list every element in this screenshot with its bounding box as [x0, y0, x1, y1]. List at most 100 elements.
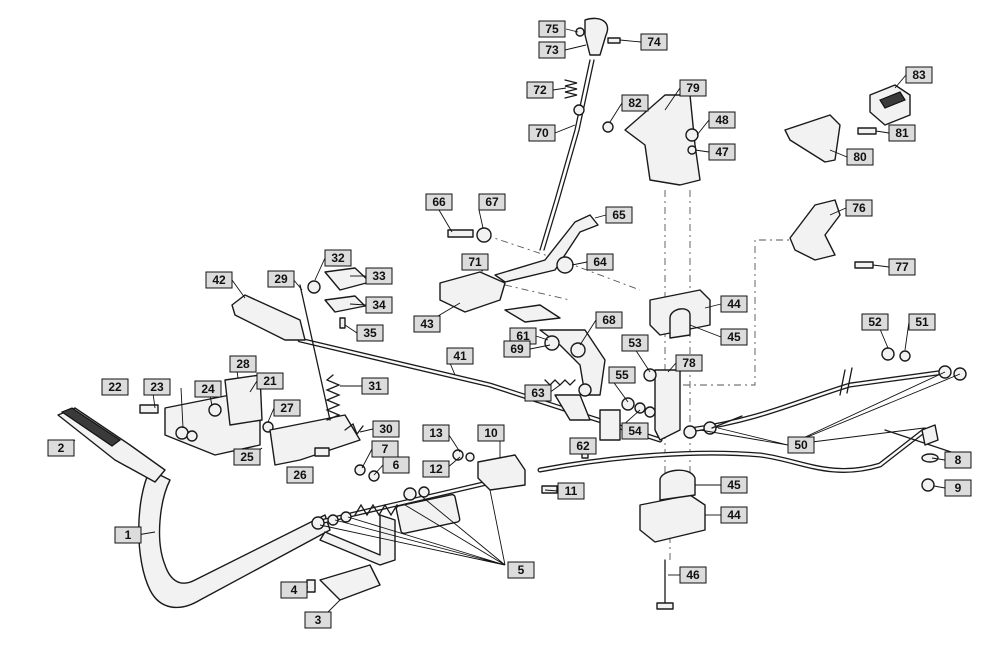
callout-27: 27: [273, 399, 301, 417]
callout-6: 6: [382, 456, 410, 474]
block-43: [439, 271, 506, 313]
callout-number: 67: [485, 195, 499, 209]
callout-box: [708, 111, 736, 129]
callout-28: 28: [229, 355, 257, 373]
callout-number: 28: [236, 357, 250, 371]
callout-35: 35: [356, 324, 384, 342]
callout-box: [621, 422, 649, 440]
callout-number: 78: [682, 356, 696, 370]
callout-number: 51: [915, 315, 929, 329]
callout-box: [422, 424, 450, 442]
pedal-bracket: [306, 564, 381, 601]
callout-box: [720, 476, 748, 494]
callout-83: 83: [905, 66, 933, 84]
callout-9: 9: [944, 479, 972, 497]
callout-box: [422, 460, 450, 478]
callout-box: [101, 378, 129, 396]
callout-number: 54: [628, 424, 642, 438]
callout-box: [640, 33, 668, 51]
pedal-linkage: [311, 477, 503, 566]
callout-50: 50: [787, 436, 815, 454]
callout-number: 4: [291, 583, 298, 597]
rod-ends: [683, 347, 967, 492]
callout-number: 25: [240, 450, 254, 464]
callout-number: 27: [280, 401, 294, 415]
callout-box: [526, 81, 554, 99]
callout-box: [908, 313, 936, 331]
callout-55: 55: [608, 366, 636, 384]
callout-number: 10: [484, 426, 498, 440]
callout-44: 44: [720, 506, 748, 524]
callout-79: 79: [679, 79, 707, 97]
callout-number: 81: [895, 126, 909, 140]
callout-number: 31: [368, 379, 382, 393]
callout-number: 72: [533, 83, 547, 97]
callout-box: [425, 193, 453, 211]
callout-number: 80: [853, 150, 867, 164]
callout-number: 69: [510, 342, 524, 356]
callout-66: 66: [425, 193, 453, 211]
callout-box: [708, 143, 736, 161]
callout-box: [787, 436, 815, 454]
callout-box: [720, 506, 748, 524]
callout-box: [845, 199, 873, 217]
callout-33: 33: [365, 267, 393, 285]
callout-box: [675, 354, 703, 372]
callout-22: 22: [101, 378, 129, 396]
callout-23: 23: [143, 378, 171, 396]
callout-42: 42: [205, 271, 233, 289]
callout-1: 1: [114, 526, 142, 544]
callout-46: 46: [679, 566, 707, 584]
callout-65: 65: [605, 206, 633, 224]
callout-25: 25: [233, 448, 261, 466]
callout-box: [205, 271, 233, 289]
callout-box: [720, 328, 748, 346]
callout-number: 61: [516, 329, 530, 343]
callout-box: [194, 380, 222, 398]
callout-26: 26: [286, 466, 314, 484]
callout-61: 61: [509, 327, 537, 345]
callout-box: [679, 566, 707, 584]
gear-lever: [539, 17, 621, 251]
callout-2: 2: [47, 439, 75, 457]
shift-lever-assembly: [504, 304, 621, 441]
callout-43: 43: [413, 315, 441, 333]
callout-number: 41: [453, 349, 467, 363]
callout-45: 45: [720, 476, 748, 494]
callout-number: 2: [58, 441, 65, 455]
plate-79: [602, 94, 701, 186]
callout-32: 32: [324, 249, 352, 267]
callout-number: 68: [602, 313, 616, 327]
callout-number: 35: [363, 326, 377, 340]
callout-box: [477, 424, 505, 442]
callout-box: [304, 611, 332, 629]
callout-number: 9: [955, 481, 962, 495]
callout-64: 64: [586, 253, 614, 271]
callout-number: 79: [686, 81, 700, 95]
callout-11: 11: [557, 482, 585, 500]
callout-box: [586, 253, 614, 271]
callout-76: 76: [845, 199, 873, 217]
callout-box: [503, 340, 531, 358]
callout-box: [413, 315, 441, 333]
callout-number: 12: [429, 462, 443, 476]
bushing-upper: [649, 289, 711, 339]
callout-number: 45: [727, 478, 741, 492]
callout-box: [569, 437, 597, 455]
callout-box: [461, 253, 489, 271]
callout-box: [280, 581, 308, 599]
callout-80: 80: [846, 148, 874, 166]
callout-box: [371, 440, 399, 458]
callout-number: 64: [593, 255, 607, 269]
callout-12: 12: [422, 460, 450, 478]
callout-number: 53: [628, 336, 642, 350]
callout-box: [143, 378, 171, 396]
callout-68: 68: [595, 311, 623, 329]
callout-number: 44: [727, 508, 741, 522]
callout-box: [507, 561, 535, 579]
callout-box: [524, 384, 552, 402]
callout-number: 29: [274, 272, 288, 286]
callout-72: 72: [526, 81, 554, 99]
callout-69: 69: [503, 340, 531, 358]
rod-29: [299, 284, 331, 421]
